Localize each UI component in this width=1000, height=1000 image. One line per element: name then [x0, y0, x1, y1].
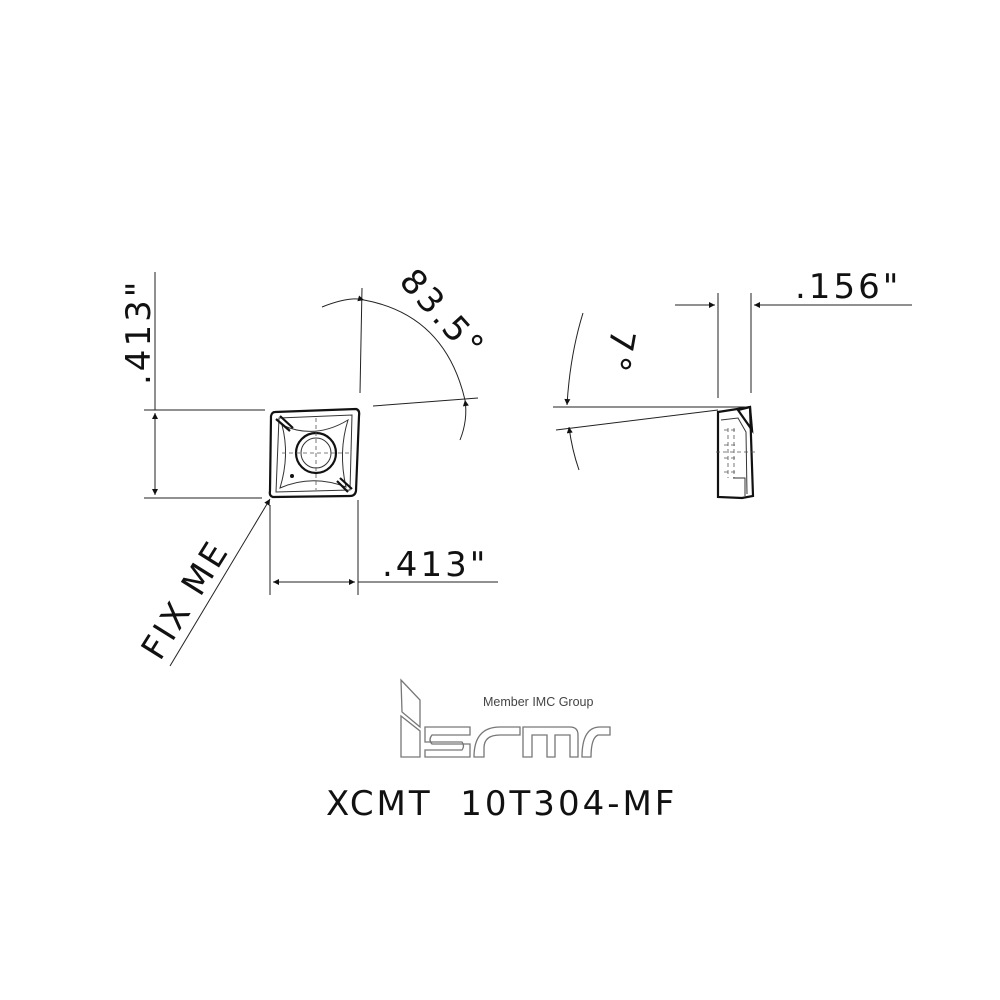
top-view: .413" .413" 83.5° FIX ME — [119, 261, 498, 667]
insert-top-outline — [268, 407, 361, 499]
clearance-angle-dimension: 7° — [553, 312, 745, 471]
width-dimension: .413" — [269, 500, 498, 595]
thickness-dimension: .156" — [675, 267, 912, 398]
clearance-angle-label: 7° — [595, 326, 642, 377]
iscar-logo: Member IMC Group — [400, 678, 611, 758]
corner-angle-dimension: 83.5° — [321, 261, 493, 441]
fix-me-callout: FIX ME — [134, 498, 271, 667]
logo-tagline: Member IMC Group — [483, 695, 593, 709]
thickness-label: .156" — [795, 267, 901, 307]
width-dimension-label: .413" — [382, 545, 488, 585]
side-view: .156" 7° — [553, 267, 912, 500]
insert-side-outline — [716, 405, 756, 500]
fix-me-label: FIX ME — [134, 533, 238, 667]
part-number-title: XCMT 10T304-MF — [326, 784, 677, 824]
height-dimension: .413" — [119, 272, 265, 499]
height-dimension-label: .413" — [119, 279, 159, 385]
